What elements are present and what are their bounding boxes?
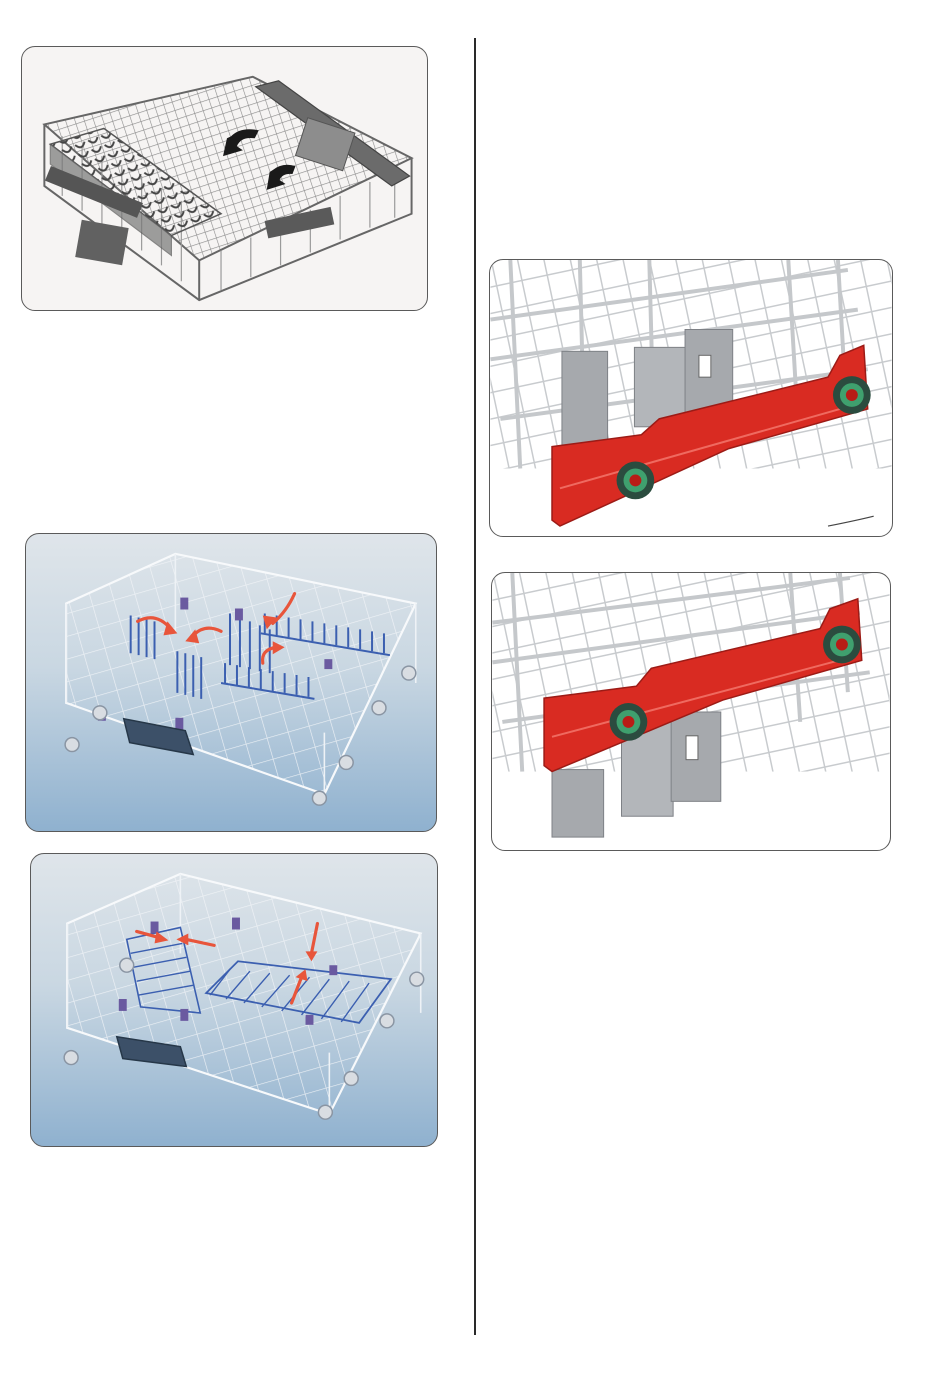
figure-upper-rack-fold-tines — [21, 46, 428, 311]
height-adjuster-raised-illustration — [492, 573, 890, 850]
figure-lower-rack-tines-folded — [30, 853, 438, 1147]
roller-wheel-icon — [617, 462, 655, 500]
upper-rack-illustration — [22, 47, 427, 310]
roller-wheel-icon — [610, 703, 648, 741]
roller-wheel-icon — [833, 376, 871, 414]
lower-rack-illustration — [26, 534, 436, 831]
height-adjuster-illustration — [490, 260, 892, 536]
figure-lower-rack-fold-tines — [25, 533, 437, 832]
lower-rack-folded-illustration — [31, 854, 437, 1146]
column-divider — [474, 38, 476, 1335]
figure-rack-height-adjuster-high — [491, 572, 891, 851]
roller-wheel-icon — [823, 626, 861, 664]
figure-rack-height-adjuster-low — [489, 259, 893, 537]
